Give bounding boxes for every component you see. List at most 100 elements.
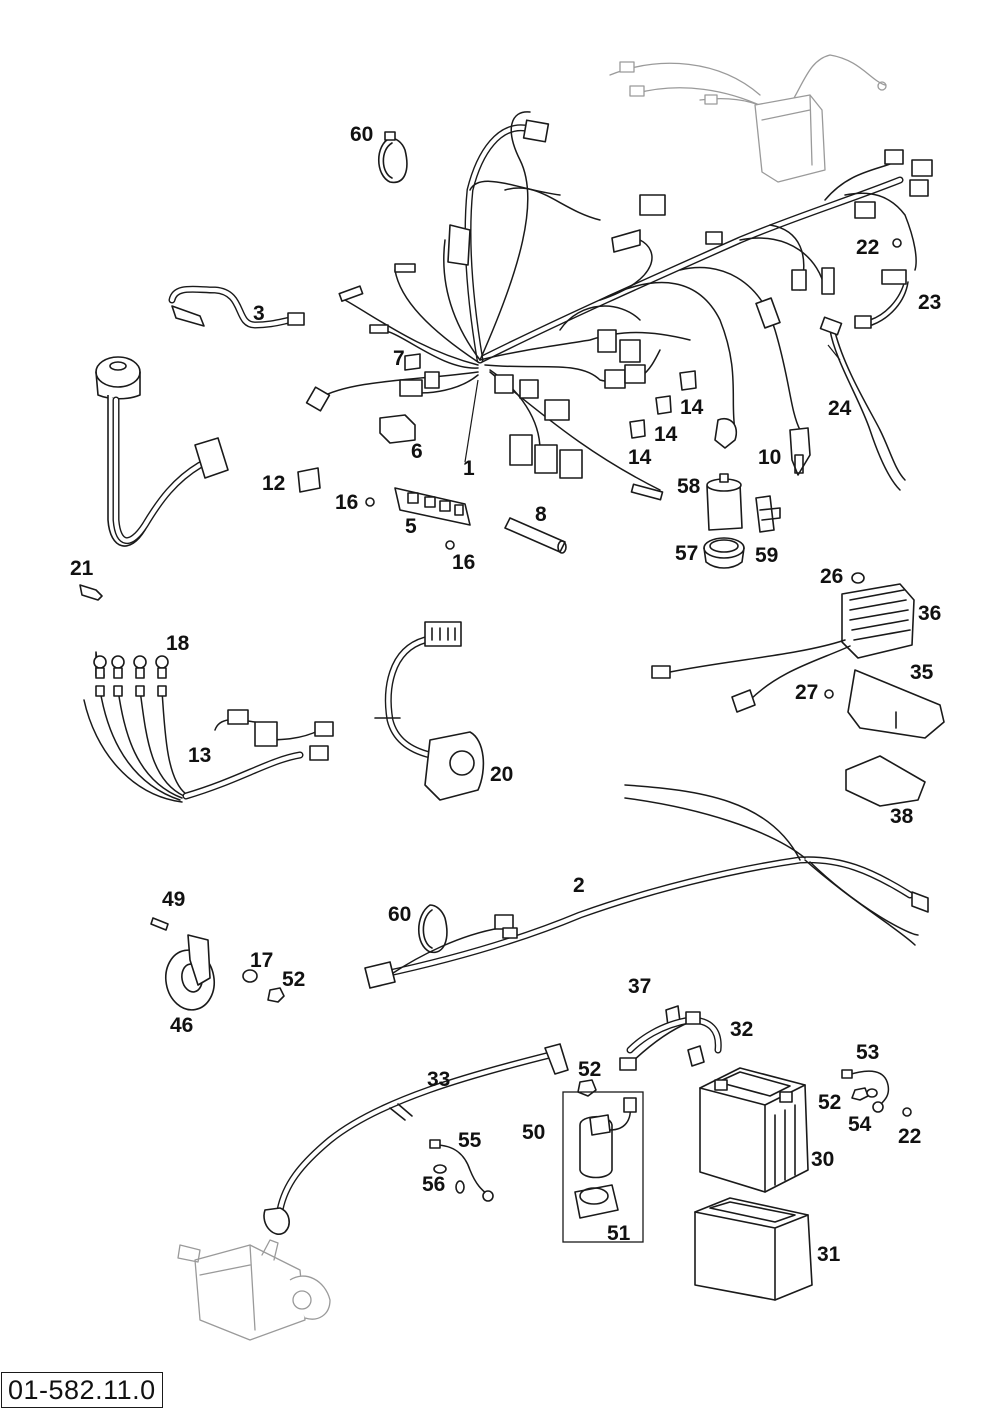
screw-16b <box>445 540 455 550</box>
part-57-ring <box>703 537 745 569</box>
cable-tie-bottom <box>418 904 448 954</box>
callout-52-right: 52 <box>818 1091 841 1114</box>
callout-8: 8 <box>535 503 547 526</box>
starter-relay-group <box>562 1091 644 1243</box>
callout-51: 51 <box>607 1222 631 1245</box>
callout-23: 23 <box>918 291 941 314</box>
callout-20: 20 <box>490 763 513 786</box>
callout-55: 55 <box>458 1129 482 1152</box>
screw-22a <box>892 238 902 248</box>
starter-motor-context <box>177 1239 331 1341</box>
callout-60-top: 60 <box>350 123 373 146</box>
callout-16-upper: 16 <box>335 491 358 514</box>
part-33-starter-cable <box>263 1043 569 1235</box>
leader-24 <box>827 344 841 361</box>
callout-35: 35 <box>910 661 934 684</box>
callout-14-b: 14 <box>654 423 678 446</box>
callout-37: 37 <box>628 975 651 998</box>
screw-16a <box>365 497 375 507</box>
part-59-clip <box>755 495 781 533</box>
screw-27 <box>824 689 834 699</box>
callout-57: 57 <box>675 542 698 565</box>
fuse-14b <box>655 395 672 415</box>
part-58-capacitor <box>706 473 743 531</box>
callout-13: 13 <box>188 744 211 767</box>
callout-56: 56 <box>422 1173 445 1196</box>
callout-10: 10 <box>758 446 781 469</box>
nut-52b <box>577 1079 597 1097</box>
part-5-bracket <box>394 487 471 526</box>
part-7-relay <box>404 353 421 371</box>
screw-49 <box>150 917 169 931</box>
callout-18: 18 <box>166 632 190 655</box>
callout-49: 49 <box>162 888 185 911</box>
callout-59: 59 <box>755 544 778 567</box>
callout-6: 6 <box>411 440 423 463</box>
callout-17: 17 <box>250 949 273 972</box>
callout-50: 50 <box>522 1121 545 1144</box>
part-23-wire <box>854 269 909 329</box>
callout-52-mid: 52 <box>578 1058 601 1081</box>
callout-33: 33 <box>427 1068 450 1091</box>
part-53-cable <box>841 1069 890 1113</box>
callout-26: 26 <box>820 565 843 588</box>
part-55-ground-cable <box>429 1139 494 1202</box>
callout-46: 46 <box>170 1014 193 1037</box>
callout-30: 30 <box>811 1148 834 1171</box>
part-13-indicator-harness <box>83 685 334 803</box>
part-20-handlebar-switch <box>374 621 485 801</box>
callout-24: 24 <box>828 397 852 420</box>
nut-52c <box>851 1087 869 1101</box>
main-wiring-harness <box>305 111 933 501</box>
cdi-unit-context <box>609 54 887 183</box>
washer-17 <box>242 969 258 983</box>
callout-21: 21 <box>70 557 94 580</box>
part-30-battery <box>699 1067 809 1193</box>
part-6-connector <box>379 414 416 444</box>
part-36-regulator <box>651 583 915 713</box>
part-21-bulb <box>79 584 103 601</box>
callout-60-bottom: 60 <box>388 903 411 926</box>
callout-14-c: 14 <box>628 446 652 469</box>
part-46-horn <box>164 934 216 1011</box>
part-8-sleeve <box>504 517 567 554</box>
nut-52a <box>267 987 285 1003</box>
part-32-battery-cable <box>619 1011 722 1071</box>
leader-1 <box>464 379 479 463</box>
callout-31: 31 <box>817 1243 841 1266</box>
washer-54 <box>866 1088 878 1098</box>
washer-56 <box>433 1164 465 1194</box>
callout-2: 2 <box>573 874 585 897</box>
callout-22-bottom: 22 <box>898 1125 921 1148</box>
speed-sensor-assembly <box>95 356 229 547</box>
callout-7: 7 <box>393 347 405 370</box>
part-35-plate <box>847 669 945 739</box>
nut-26 <box>851 572 865 584</box>
callout-14-a: 14 <box>680 396 704 419</box>
callout-54: 54 <box>848 1113 872 1136</box>
part-38-pad <box>845 755 926 807</box>
part-31-battery-box <box>694 1197 813 1301</box>
callout-52-left: 52 <box>282 968 305 991</box>
part-3-sensor-cable <box>168 285 305 329</box>
drawing-number-label: 01-582.11.0 <box>1 1372 163 1408</box>
fuse-14c <box>629 419 646 439</box>
callout-36: 36 <box>918 602 941 625</box>
callout-5: 5 <box>405 515 417 538</box>
cable-tie-top <box>377 131 408 184</box>
part-2-harness <box>364 784 929 989</box>
callout-1: 1 <box>463 457 475 480</box>
part-18-bulbs <box>93 651 169 679</box>
callout-22-top: 22 <box>856 236 879 259</box>
callout-58: 58 <box>677 475 701 498</box>
part-10-switch <box>789 427 811 476</box>
callout-32: 32 <box>730 1018 753 1041</box>
part-12-relay <box>297 467 321 493</box>
fuse-14a <box>679 370 697 391</box>
callout-3: 3 <box>253 302 265 325</box>
callout-38: 38 <box>890 805 914 828</box>
callout-27: 27 <box>795 681 818 704</box>
callout-16-lower: 16 <box>452 551 475 574</box>
screw-22b <box>902 1107 912 1117</box>
callout-labels: 60 3 7 6 1 12 16 5 16 8 14 14 14 10 58 5… <box>70 123 941 1266</box>
